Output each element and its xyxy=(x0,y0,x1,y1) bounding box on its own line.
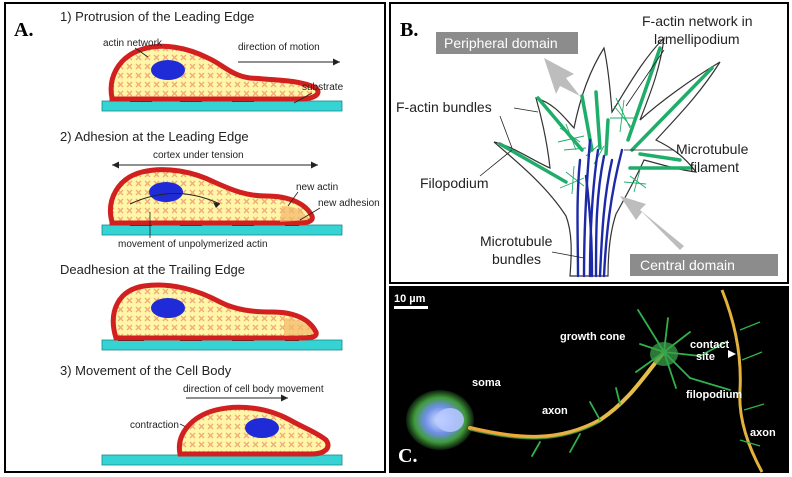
factin-network-label-1: F-actin network in xyxy=(642,13,752,29)
step4-direction-label: direction of cell body movement xyxy=(183,384,324,395)
step4-contraction-label: contraction xyxy=(130,420,179,431)
step3-substrate xyxy=(101,339,343,351)
step1-protrusion: 1) Protrusion of the Leading Edge actin … xyxy=(60,9,344,112)
panel-a-letter: A. xyxy=(14,19,33,41)
axon-right xyxy=(720,289,764,473)
filopodium-label-c: filopodium xyxy=(686,389,742,401)
step2-nucleus xyxy=(149,182,183,202)
microtubule-filament-label-2: filament xyxy=(690,159,739,175)
step1-actin-label: actin network xyxy=(103,38,163,49)
central-domain-label: Central domain xyxy=(640,257,735,273)
step1-substrate xyxy=(101,100,343,112)
step2-new-adhesion-label: new adhesion xyxy=(318,198,380,209)
step3-nucleus xyxy=(151,298,185,318)
central-domain-box xyxy=(630,254,778,276)
step4-nucleus xyxy=(245,418,279,438)
soma-label: soma xyxy=(472,377,502,389)
contact-site-arrow xyxy=(728,350,736,358)
panel-c: C. 10 µm growth cone contact site soma a… xyxy=(389,286,789,473)
central-domain-arrow xyxy=(620,196,684,250)
step4-title: 3) Movement of the Cell Body xyxy=(60,363,232,378)
microtubule-bundles xyxy=(576,138,624,278)
microtubule-filament-label-1: Microtubule xyxy=(676,141,749,157)
contact-site-label-1: contact xyxy=(690,339,729,351)
step2-cortex-label: cortex under tension xyxy=(153,150,244,161)
peripheral-domain-label: Peripheral domain xyxy=(444,35,558,51)
step1-substrate-label: substrate xyxy=(302,82,344,93)
factin-bundles-label: F-actin bundles xyxy=(396,99,492,115)
step2-substrate xyxy=(101,224,343,236)
step1-title: 1) Protrusion of the Leading Edge xyxy=(60,9,254,24)
microtubule-bundles-label-2: bundles xyxy=(492,251,541,267)
peripheral-domain-arrow xyxy=(544,58,580,96)
scale-bar xyxy=(394,306,428,309)
microtubule-bundles-label-1: Microtubule xyxy=(480,233,553,249)
filopodium-label-b: Filopodium xyxy=(420,175,488,191)
step3-title: Deadhesion at the Trailing Edge xyxy=(60,262,245,277)
panel-b-letter: B. xyxy=(400,19,418,41)
growth-cone-label: growth cone xyxy=(560,331,625,343)
step1-nucleus xyxy=(151,60,185,80)
panel-a: A. 1) Protrusion of the Leading Edge act… xyxy=(4,2,386,473)
axon-left-label: axon xyxy=(542,405,568,417)
step2-unpolymerized-label: movement of unpolymerized actin xyxy=(118,239,268,250)
panel-b: B. xyxy=(389,2,789,284)
panel-c-letter: C. xyxy=(398,445,417,467)
step2-adhesion: 2) Adhesion at the Leading Edge cortex u… xyxy=(60,129,380,250)
step2-new-actin-label: new actin xyxy=(296,182,338,193)
step4-cell-body: 3) Movement of the Cell Body direction o… xyxy=(60,363,343,466)
scale-bar-label: 10 µm xyxy=(394,293,426,305)
step1-direction-label: direction of motion xyxy=(238,42,320,53)
factin-network-label-2: lamellipodium xyxy=(654,31,740,47)
step3-deadhesion: Deadhesion at the Trailing Edge xyxy=(60,262,343,351)
axon-right-label: axon xyxy=(750,427,776,439)
factin-mesh xyxy=(557,97,647,195)
peripheral-domain-box xyxy=(436,32,578,54)
step2-title: 2) Adhesion at the Leading Edge xyxy=(60,129,249,144)
contact-site-label-2: site xyxy=(696,351,715,363)
